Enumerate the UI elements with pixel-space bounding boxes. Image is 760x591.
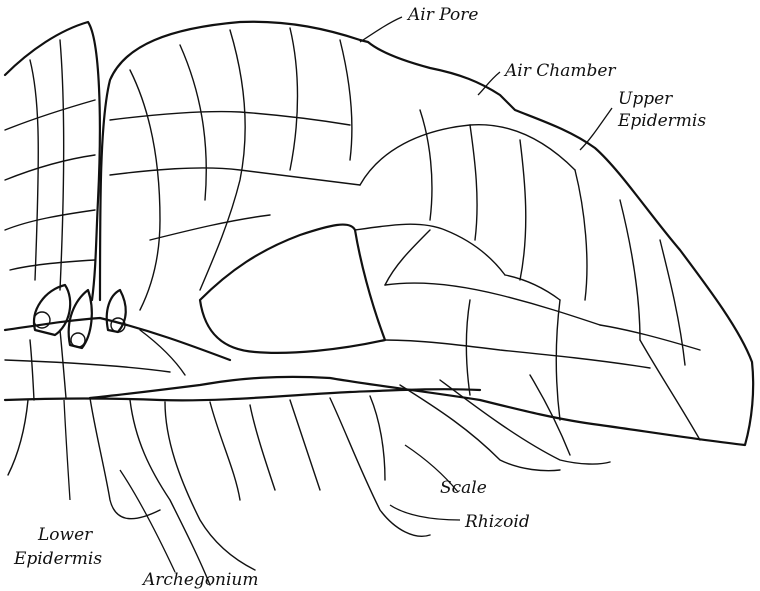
label-scale: Scale: [440, 478, 487, 498]
lower-tissue: [5, 318, 480, 400]
label-lower-epidermis-line1: Lower: [37, 525, 93, 545]
upper-epidermis: [90, 22, 753, 445]
label-rhizoid: Rhizoid: [464, 512, 530, 532]
label-air-pore: Air Pore: [406, 5, 478, 25]
left-lobe: [5, 22, 100, 300]
label-air-chamber: Air Chamber: [503, 61, 616, 81]
archegonia: [34, 285, 126, 348]
air-chamber: [200, 225, 385, 353]
main-lobe: [90, 22, 753, 445]
label-upper-epidermis-line2: Epidermis: [617, 111, 706, 131]
cell-network: [110, 28, 700, 440]
label-lower-epidermis-line2: Epidermis: [13, 549, 102, 569]
label-archegonium: Archegonium: [141, 570, 259, 590]
label-upper-epidermis-line1: Upper: [618, 89, 673, 109]
